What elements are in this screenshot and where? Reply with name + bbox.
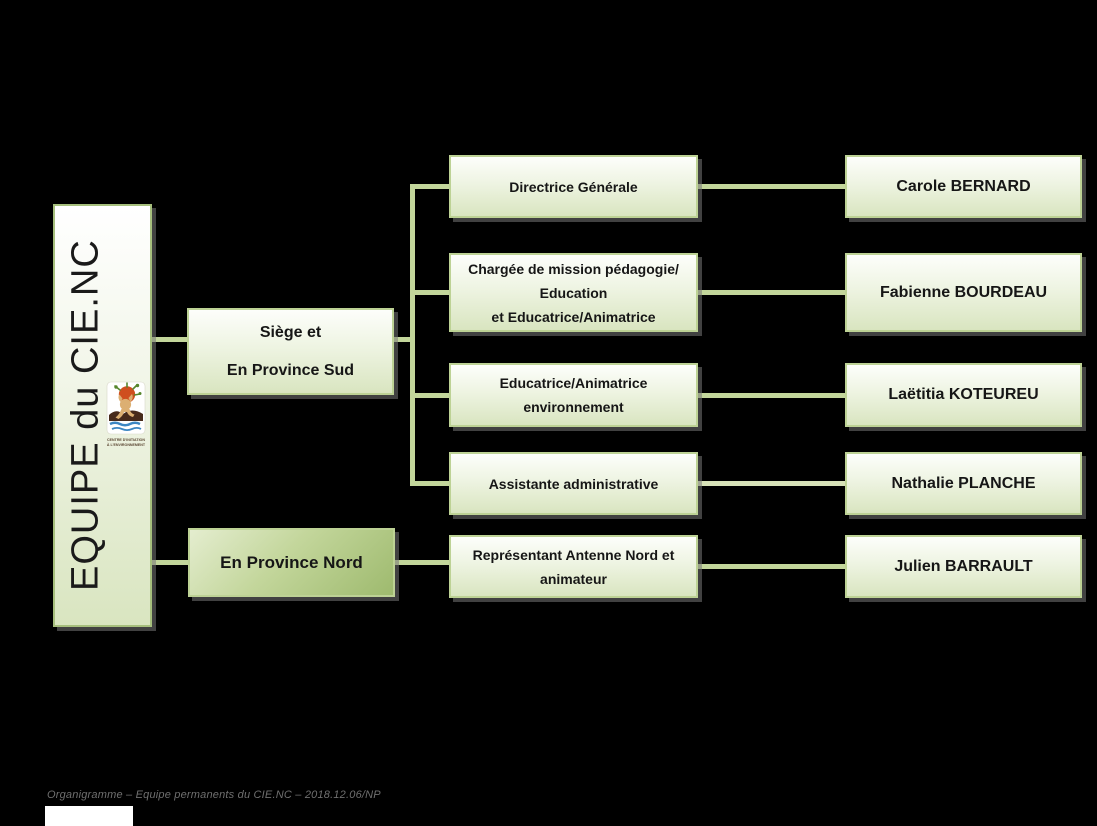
node-role-chargee-mission: Chargée de mission pédagogie/ Education … — [449, 253, 698, 332]
group-label-line: En Province Sud — [226, 361, 355, 379]
person-name: Carole BERNARD — [896, 177, 1031, 195]
person-name: Julien BARRAULT — [894, 557, 1033, 575]
connector-row2-name — [696, 290, 847, 295]
connector-root-sud — [150, 337, 190, 342]
node-name-julien-barrault: Julien BARRAULT — [845, 535, 1082, 598]
group-label: En Province Nord — [220, 552, 363, 572]
role-label-line: animateur — [540, 570, 607, 587]
connector-row3-name — [696, 393, 847, 398]
node-role-directrice-generale: Directrice Générale — [449, 155, 698, 218]
role-label-line: Directrice Générale — [509, 178, 638, 195]
footer-caption: Organigramme – Equipe permanents du CIE.… — [47, 789, 381, 801]
role-label-line: Assistante administrative — [488, 475, 659, 492]
connector-row1-name — [696, 184, 847, 189]
role-label-line: et Educatrice/Animatrice — [491, 308, 656, 325]
connector-branch-1 — [410, 184, 449, 189]
logo-caption-1: CENTRE D'INITIATION — [107, 438, 145, 442]
person-name: Fabienne BOURDEAU — [879, 283, 1048, 301]
connector-nord-representant — [393, 560, 449, 565]
person-name: Nathalie PLANCHE — [891, 474, 1036, 492]
node-role-educatrice-environnement: Educatrice/Animatrice environnement — [449, 363, 698, 427]
connector-row4-name — [696, 481, 847, 486]
person-name: Laëtitia KOTEUREU — [888, 386, 1039, 403]
connector-trunk — [410, 184, 415, 486]
group-label-line: Siège et — [259, 323, 322, 341]
node-name-carole-bernard: Carole BERNARD — [845, 155, 1082, 218]
connector-row5-name — [696, 564, 847, 569]
node-role-assistante-administrative: Assistante administrative — [449, 452, 698, 515]
node-equipe-root: EQUIPE du CIE.NC — [53, 204, 152, 627]
cie-logo-badge — [106, 381, 146, 435]
node-province-nord: En Province Nord — [188, 528, 395, 597]
role-label-line: Représentant Antenne Nord et — [472, 546, 675, 563]
connector-branch-3 — [415, 393, 449, 398]
node-name-fabienne-bourdeau: Fabienne BOURDEAU — [845, 253, 1082, 332]
node-siege-province-sud: Siège et En Province Sud — [187, 308, 394, 395]
node-role-representant-antenne-nord: Représentant Antenne Nord et animateur — [449, 535, 698, 598]
role-label-line: Education — [539, 284, 608, 301]
connector-branch-4 — [410, 481, 449, 486]
logo-caption-2: À L'ENVIRONNEMENT — [107, 442, 146, 447]
connector-sud-trunk — [392, 337, 415, 342]
connector-branch-2 — [415, 290, 449, 295]
connector-root-nord — [150, 560, 190, 565]
water-wave — [109, 421, 141, 427]
node-name-nathalie-planche: Nathalie PLANCHE — [845, 452, 1082, 515]
bottom-left-white-chip — [45, 806, 133, 826]
water-wave — [111, 427, 142, 431]
role-label-line: Chargée de mission pédagogie/ — [468, 260, 679, 277]
cie-logo: CENTRE D'INITIATION À L'ENVIRONNEMENT — [106, 381, 146, 458]
role-label-line: environnement — [523, 399, 624, 415]
person-icon — [115, 394, 135, 419]
role-label-line: Educatrice/Animatrice — [499, 375, 648, 391]
node-name-laetitia-koteureu: Laëtitia KOTEUREU — [845, 363, 1082, 427]
